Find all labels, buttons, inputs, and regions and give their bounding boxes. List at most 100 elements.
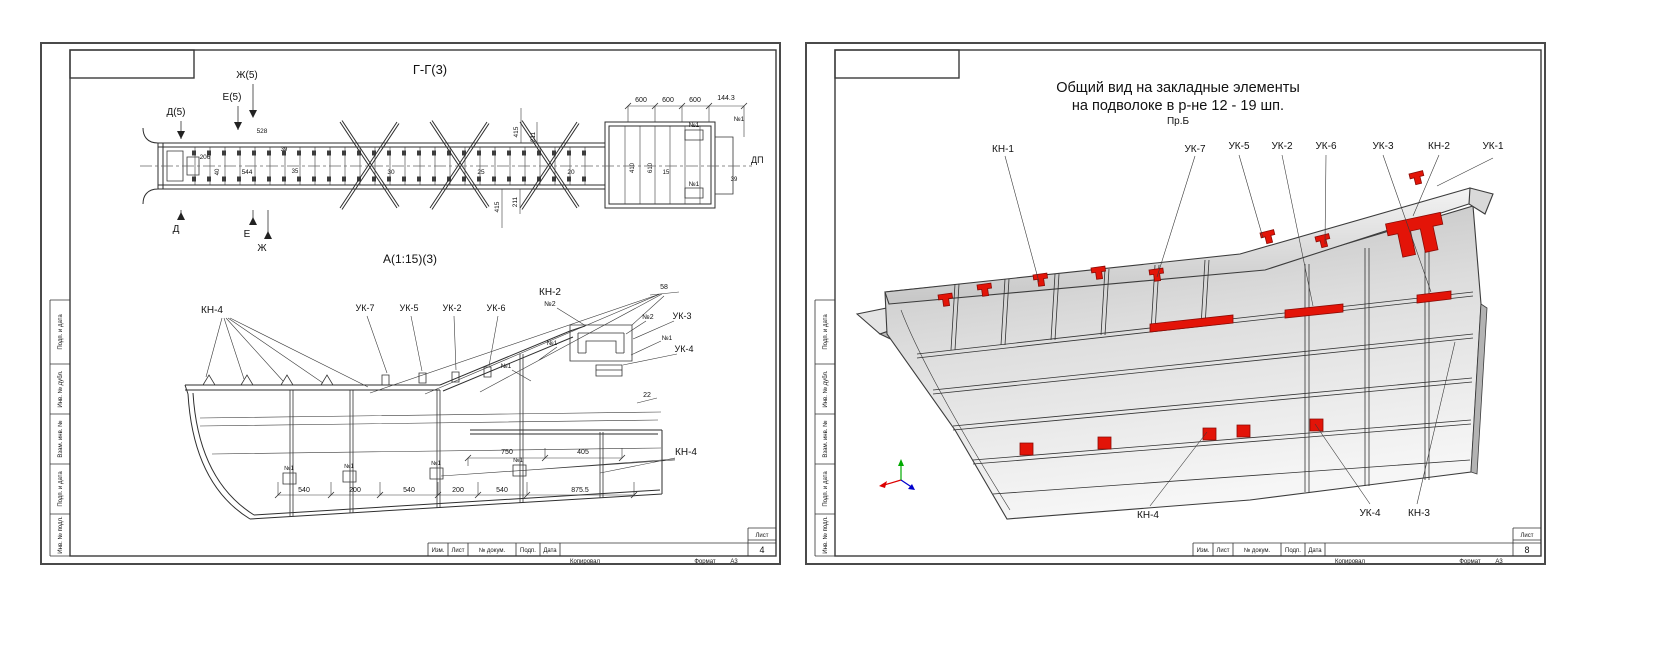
view-3d-structure [855, 154, 1494, 520]
copied-label: Копировал [570, 559, 601, 565]
view-a-section: А(1:15)(3) КН-4 УК-7 УК-5 УК-2 УК-6 КН-2 [184, 252, 697, 520]
view-a-title: А(1:15)(3) [383, 252, 437, 266]
top-right-tip [1468, 187, 1494, 215]
dim-410: 410 [630, 162, 636, 173]
stamp-col-data: Дата [543, 548, 557, 554]
stamp-col-izm: Изм. [432, 548, 445, 554]
cut-label-e-bottom: Е [244, 229, 251, 240]
lower-dimension-ticks [274, 454, 638, 499]
label-uk5: УК-5 [400, 303, 419, 313]
side-column-lines [814, 299, 835, 557]
stamp-col-doc: № докум. [1244, 547, 1271, 554]
leader-lines [205, 291, 680, 477]
dim-540-c: 540 [496, 487, 508, 494]
side-cell-label: Взам. инв. № [822, 420, 829, 457]
right-sheet-svg: Подп. и дата Инв. № дубл. Взам. инв. № П… [805, 42, 1546, 565]
dim-540-b: 540 [403, 487, 415, 494]
frame-feet [282, 464, 527, 485]
x-braces [339, 120, 580, 210]
stamp-col-podp: Подп. [1285, 548, 1301, 554]
dim-40: 40 [215, 168, 221, 175]
side-cell-label: Инв. № подл. [822, 516, 829, 554]
mark-n1-foot-1: №1 [284, 465, 294, 472]
mark-n1-foot-2: №1 [344, 463, 354, 470]
dimension-ticks [624, 102, 748, 110]
dim-39-a: 39 [281, 147, 288, 153]
inner-frame [834, 49, 1542, 557]
label-kn2: КН-2 [1428, 141, 1450, 152]
format-label: Формат [694, 559, 716, 565]
left-title-block: Изм. Лист № докум. Подп. Дата Лист 4 Коп… [427, 527, 776, 565]
right-side-column: Подп. и дата Инв. № дубл. Взам. инв. № П… [814, 299, 835, 557]
rib-lines [950, 232, 1430, 492]
dim-211-bottom: 211 [512, 196, 519, 207]
cut-label-zh-bottom: Ж [257, 243, 267, 254]
copied-label: Копировал [1335, 559, 1366, 565]
sheet-list-label: Лист [1520, 533, 1533, 539]
stamp-col-doc: № докум. [479, 547, 506, 554]
mark-n2-a: №2 [544, 301, 556, 308]
inner-frame [69, 49, 777, 557]
right-panel-ribs [624, 126, 701, 204]
label-uk2: УК-2 [443, 303, 462, 313]
title-line-3: Пр.Б [1167, 116, 1190, 127]
side-cell-label: Подп. и дата [58, 314, 64, 350]
axes-triad-icon [879, 459, 915, 490]
label-kn1: КН-1 [992, 144, 1014, 155]
mark-n1-foot-4: №1 [513, 457, 523, 464]
embedded-strip [1416, 290, 1452, 304]
dim-600-2: 600 [662, 97, 674, 104]
mark-n2-b: №2 [642, 314, 654, 321]
mark-n1-foot-3: №1 [431, 460, 441, 467]
format-value: А3 [1495, 559, 1503, 565]
hull-outline [184, 384, 663, 520]
dim-22: 22 [643, 392, 651, 399]
dim-206: 206 [200, 154, 211, 161]
right-panel [604, 121, 716, 209]
label-uk7: УК-7 [1184, 144, 1206, 155]
title-line-2: на подволоке в р-не 12 - 19 шп. [1072, 98, 1284, 114]
side-cell-label: Инв. № подл. [57, 516, 64, 554]
deck-and-slope [185, 325, 586, 392]
view-gg-title: Г-Г(3) [413, 62, 447, 77]
embedded-strip [1284, 303, 1344, 319]
side-cell-label: Подп. и дата [823, 471, 829, 507]
sheet-number: 4 [759, 545, 764, 555]
dim-600-3: 600 [689, 97, 701, 104]
mark-n1-f: №1 [501, 363, 512, 370]
y-axis-arrow [898, 459, 904, 466]
left-drawing-sheet: Подп. и дата Инв. № дубл. Взам. инв. № П… [40, 42, 781, 565]
kn2-channel-detail [569, 324, 633, 377]
mark-n1-e: №1 [547, 340, 558, 347]
stamp-col-izm: Изм. [1197, 548, 1210, 554]
cut-label-d-top: Д(5) [167, 107, 186, 118]
right-drawing-sheet: Подп. и дата Инв. № дубл. Взам. инв. № П… [805, 42, 1546, 565]
right-end-details [684, 129, 734, 199]
label-uk6: УК-6 [487, 303, 506, 313]
body-rails [158, 142, 605, 190]
dim-58: 58 [660, 284, 668, 291]
red-embedded-elements [937, 170, 1452, 456]
label-uk2: УК-2 [1271, 141, 1293, 152]
dim-544: 544 [242, 169, 253, 176]
label-uk7: УК-7 [356, 303, 375, 313]
inner-hull-curve [900, 309, 1011, 511]
format-label: Формат [1459, 559, 1481, 565]
stamp-col-podp: Подп. [520, 548, 536, 554]
title-block-lines [1192, 527, 1541, 556]
mark-n1-a: №1 [689, 122, 700, 129]
side-cell-label: Инв. № дубл. [57, 370, 64, 407]
label-kn3: КН-3 [1408, 508, 1430, 519]
dim-528: 528 [257, 128, 268, 135]
left-side-column: Подп. и дата Инв. № дубл. Взам. инв. № П… [49, 299, 70, 557]
dim-20: 20 [567, 169, 575, 176]
right-title-block: Изм. Лист № докум. Подп. Дата Лист 8 Коп… [1192, 527, 1541, 565]
dim-600-1: 600 [635, 97, 647, 104]
side-cell-label: Подп. и дата [58, 471, 64, 507]
dim-540-a: 540 [298, 487, 310, 494]
label-kn2: КН-2 [539, 287, 561, 298]
label-uk5: УК-5 [1228, 141, 1250, 152]
view-gg-section: Г-Г(3) Ж(5) Е(5) Д(5) Д [140, 62, 764, 254]
sheet-list-label: Лист [755, 533, 768, 539]
right-edge-face [1470, 303, 1488, 475]
